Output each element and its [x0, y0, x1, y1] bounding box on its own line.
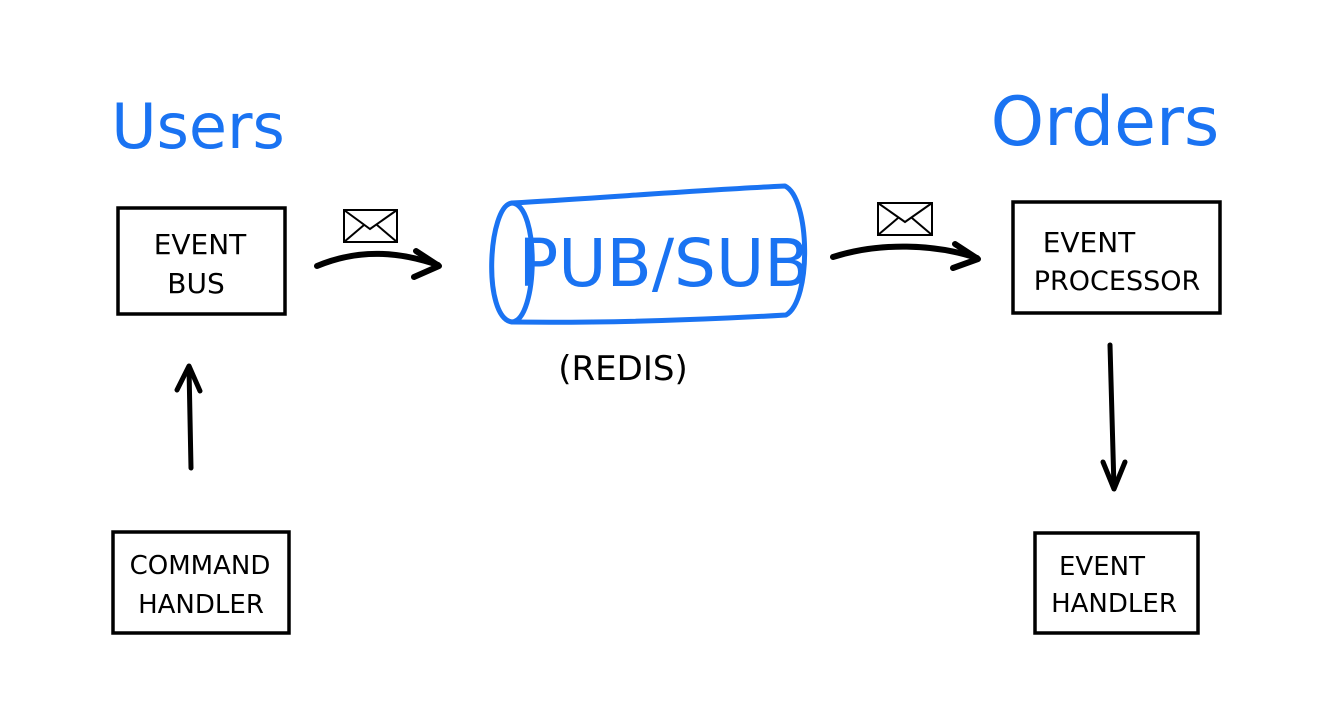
broker-technology-label: (REDIS): [558, 349, 687, 389]
event-processor-box[interactable]: EVENT PROCESSOR: [1011, 200, 1222, 315]
arrow-command-to-bus: [174, 363, 203, 471]
event-processor-label-line2: PROCESSOR: [1034, 266, 1201, 297]
event-handler-label-line2: HANDLER: [1051, 589, 1177, 619]
arrow-processor-to-handler: [1100, 342, 1128, 492]
envelope-icon: [343, 209, 398, 243]
event-handler-box[interactable]: EVENT HANDLER: [1033, 531, 1200, 635]
event-processor-label-line1: EVENT: [1043, 226, 1136, 259]
command-handler-box[interactable]: COMMAND HANDLER: [111, 530, 291, 635]
arrow-bus-to-pubsub: [314, 248, 442, 280]
pubsub-label: PUB/SUB: [518, 225, 809, 302]
arrow-pubsub-to-processor: [830, 241, 981, 271]
command-handler-label-line2: HANDLER: [138, 590, 264, 620]
event-bus-box[interactable]: EVENT BUS: [116, 206, 287, 316]
command-handler-label-line1: COMMAND: [130, 551, 271, 581]
pubsub-broker[interactable]: PUB/SUB: [489, 183, 810, 325]
orders-service-title: Orders: [991, 83, 1220, 162]
event-handler-label-line1: EVENT: [1059, 552, 1145, 582]
event-bus-label-line2: BUS: [167, 267, 224, 300]
users-service-title: Users: [111, 90, 285, 163]
envelope-icon: [877, 202, 933, 236]
event-bus-label-line1: EVENT: [154, 228, 247, 261]
